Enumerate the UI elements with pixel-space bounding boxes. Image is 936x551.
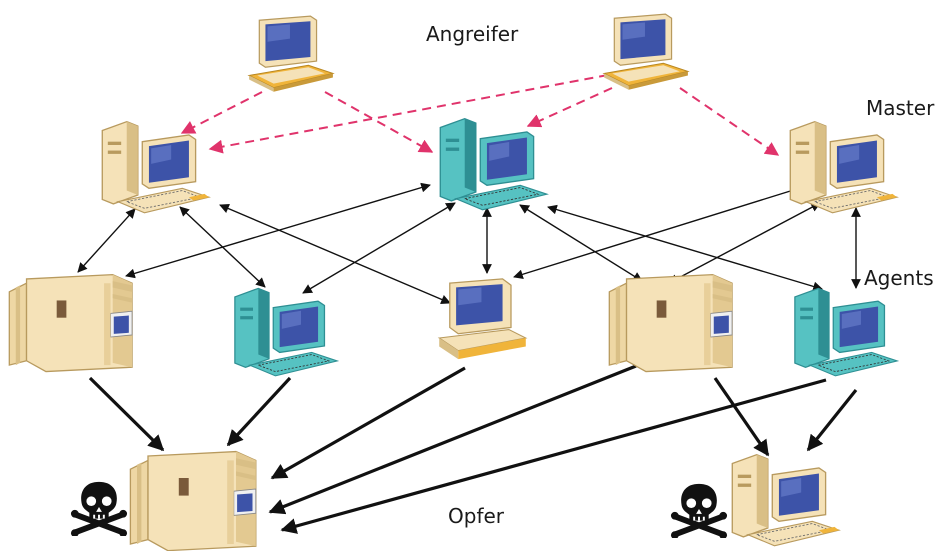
victim-workstation-icon [731, 453, 840, 547]
label-victim: Opfer [448, 504, 505, 528]
attack-arrow [806, 389, 858, 452]
attacker-right-laptop-icon [603, 13, 689, 91]
attack-arrows [88, 364, 858, 534]
label-attacker: Angreifer [426, 22, 519, 46]
victim-server-icon [129, 450, 257, 551]
cmd-arrow-left-to-master-left [180, 91, 263, 134]
attack-arrow [270, 366, 466, 480]
ctl-arrow [77, 208, 136, 273]
cmd-arrow-right-to-master-right [679, 87, 780, 156]
agent-desktop-computer-icon-3 [438, 278, 527, 360]
control-arrows [77, 182, 861, 305]
master-center-workstation-icon [439, 117, 548, 211]
attack-arrow [226, 376, 292, 447]
ctl-arrow [668, 202, 821, 284]
skull-crossbones-icon [671, 484, 727, 539]
cmd-arrow-right-to-master-left [208, 74, 609, 154]
command-arrows [180, 74, 780, 156]
master-right-workstation-icon [789, 120, 898, 214]
agent-server-icon-4 [608, 273, 733, 373]
attack-arrow [88, 376, 165, 452]
attack-arrow [713, 377, 770, 457]
agent-server-icon-1 [8, 273, 133, 373]
cmd-arrow-right-to-master-center [526, 87, 613, 128]
label-agents: Agents [864, 266, 934, 290]
agent-workstation-icon-2 [234, 287, 338, 377]
master-left-workstation-icon [101, 120, 210, 214]
ctl-arrow [125, 182, 431, 279]
attack-arrow [268, 364, 637, 515]
skull-crossbones-icon [71, 482, 127, 537]
agent-workstation-icon-5 [794, 287, 898, 377]
cmd-arrow-left-to-master-center [324, 91, 434, 153]
ctl-arrow [513, 185, 801, 280]
attacker-left-laptop-icon [248, 15, 334, 93]
label-master: Master [866, 96, 935, 120]
ctl-arrow [219, 203, 451, 305]
ctl-arrow [302, 202, 456, 294]
